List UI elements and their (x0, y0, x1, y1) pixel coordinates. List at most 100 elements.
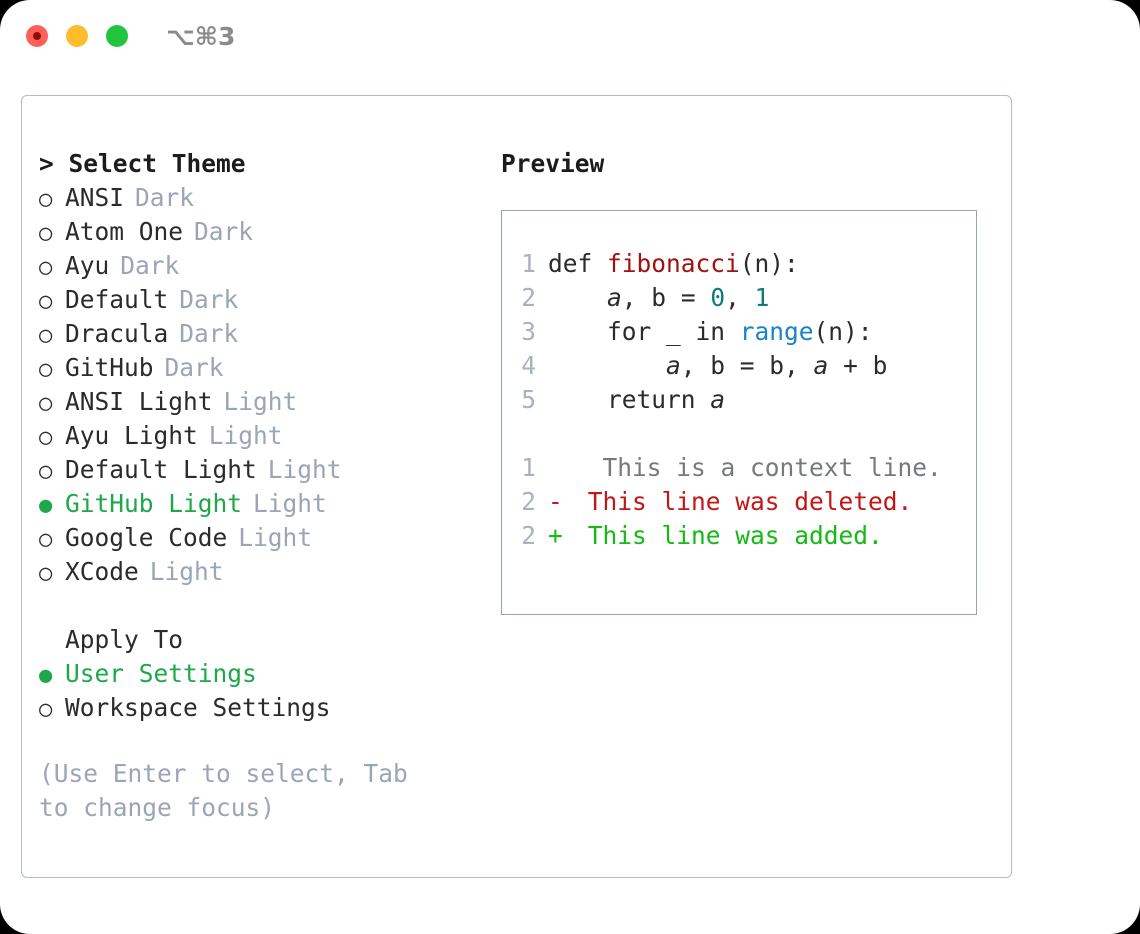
code-line: 4 a, b = b, a + b (520, 349, 976, 383)
code-line-number: 3 (521, 317, 536, 346)
theme-option-label: Atom One (65, 217, 184, 246)
code-line: 3 for _ in range(n): (520, 315, 976, 349)
radio-selected-icon: ● (39, 493, 53, 518)
theme-option-tag: Dark (179, 319, 239, 348)
code-line-text: a, b = 0, 1 (548, 281, 769, 315)
section-spacer (39, 589, 479, 623)
code-line-text: for _ in range(n): (548, 315, 873, 349)
code-token: a (607, 283, 622, 312)
radio-unselected-icon: ○ (39, 255, 53, 280)
radio-unselected-icon: ○ (39, 289, 53, 314)
preview-title: Preview (501, 149, 605, 178)
close-window-button[interactable] (26, 25, 48, 47)
diff-line-number: 1 (521, 453, 536, 482)
code-line: 2 a, b = 0, 1 (520, 281, 976, 315)
keyboard-shortcut-label: ⌥⌘3 (166, 22, 236, 51)
theme-option-ayu[interactable]: ○ Ayu Dark (39, 249, 479, 283)
code-token: return (548, 385, 711, 414)
apply-to-option-label: Workspace Settings (65, 693, 331, 722)
diff-marker (548, 451, 561, 485)
apply-to-list: ● User Settings ○ Workspace Settings (39, 657, 479, 725)
code-line-text: return a (548, 383, 725, 417)
theme-option-label: ANSI (65, 183, 125, 212)
title-bar: ⌥⌘3 (0, 0, 1140, 78)
code-token: , (725, 283, 755, 312)
apply-to-option-workspace-settings[interactable]: ○ Workspace Settings (39, 691, 479, 725)
theme-option-tag: Dark (135, 183, 195, 212)
radio-unselected-icon: ○ (39, 187, 53, 212)
theme-option-dracula[interactable]: ○ Dracula Dark (39, 317, 479, 351)
apply-to-header-indent (39, 625, 65, 659)
theme-option-label: XCode (65, 557, 139, 586)
theme-option-tag: Dark (120, 251, 180, 280)
code-token: (n): (739, 249, 799, 278)
select-theme-header: > Select Theme (39, 147, 479, 181)
theme-option-label: Google Code (65, 523, 228, 552)
code-diff-spacer (520, 417, 976, 451)
diff-marker: + (548, 521, 563, 550)
apply-to-option-user-settings[interactable]: ● User Settings (39, 657, 479, 691)
radio-selected-icon: ● (39, 663, 53, 688)
code-token: range (739, 317, 814, 346)
code-token: b (651, 283, 667, 312)
theme-option-tag: Dark (179, 285, 239, 314)
theme-option-tag: Light (223, 387, 298, 416)
diff-line-number: 2 (521, 487, 536, 516)
theme-option-label: Default Light (65, 455, 257, 484)
radio-unselected-icon: ○ (39, 357, 53, 382)
code-token: a (666, 351, 681, 380)
theme-option-label: Default (65, 285, 169, 314)
theme-option-tag: Light (208, 421, 283, 450)
theme-option-label: Ayu (65, 251, 110, 280)
theme-option-tag: Light (149, 557, 224, 586)
code-token (548, 283, 607, 312)
theme-option-tag: Dark (164, 353, 224, 382)
code-token: 0 (710, 283, 726, 312)
keyboard-hint: (Use Enter to select, Tab to change focu… (39, 759, 423, 822)
diff-line-context: 1 This is a context line. (520, 451, 976, 485)
theme-option-tag: Light (267, 455, 342, 484)
minimize-window-button[interactable] (66, 25, 88, 47)
radio-unselected-icon: ○ (39, 323, 53, 348)
radio-unselected-icon: ○ (39, 391, 53, 416)
select-theme-title: Select Theme (68, 149, 246, 178)
radio-unselected-icon: ○ (39, 697, 53, 722)
code-token: 1 (754, 283, 770, 312)
radio-unselected-icon: ○ (39, 221, 53, 246)
apply-to-option-label: User Settings (65, 659, 257, 688)
code-line-text: def fibonacci(n): (548, 247, 799, 281)
code-token: fibonacci (607, 249, 740, 278)
code-token (548, 351, 666, 380)
code-token: a (813, 351, 829, 380)
theme-option-ansi[interactable]: ○ ANSI Dark (39, 181, 479, 215)
diff-sample: 1 This is a context line.2- This line wa… (520, 451, 976, 553)
prompt-caret: > (39, 149, 54, 178)
maximize-window-button[interactable] (106, 25, 128, 47)
theme-option-tag: Dark (194, 217, 254, 246)
code-line-number: 4 (521, 351, 536, 380)
theme-option-label: Dracula (65, 319, 169, 348)
diff-marker: - (548, 487, 563, 516)
diff-line-deleted: 2- This line was deleted. (520, 485, 976, 519)
radio-unselected-icon: ○ (39, 527, 53, 552)
theme-option-atom-one[interactable]: ○ Atom One Dark (39, 215, 479, 249)
diff-line-text: This line was deleted. (573, 487, 913, 516)
theme-option-default[interactable]: ○ Default Dark (39, 283, 479, 317)
apply-to-header: Apply To (39, 623, 479, 657)
code-token: def (548, 249, 608, 278)
code-token: = (666, 283, 711, 312)
code-token: , (621, 283, 652, 312)
